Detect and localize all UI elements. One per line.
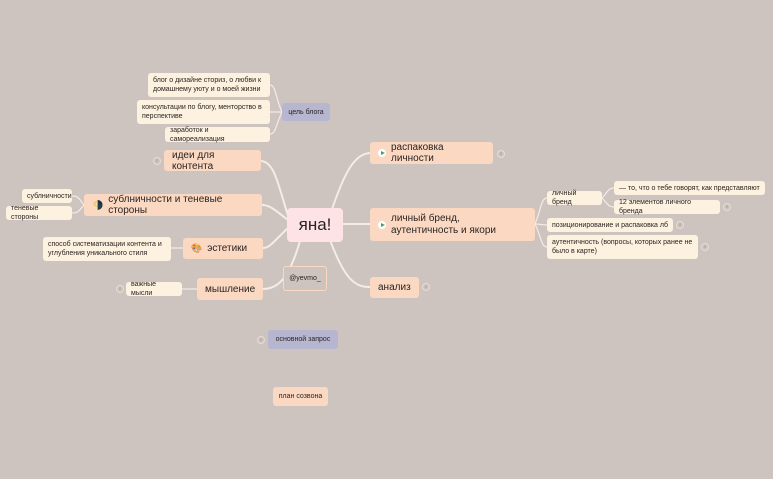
brand-sub-authenticity[interactable]: аутентичность (вопросы, которых ранее не… bbox=[547, 235, 698, 259]
play-icon bbox=[378, 149, 386, 157]
expand-content-ideas-icon[interactable]: ⌕ bbox=[153, 157, 161, 165]
link-brand-pos bbox=[534, 223, 548, 226]
link-center-aesthetics bbox=[262, 227, 289, 249]
expand-authenticity-icon[interactable]: ⌕ bbox=[701, 243, 709, 251]
branch-thinking[interactable]: мышление bbox=[197, 278, 263, 300]
aesthetics-sub-1[interactable]: способ систематизации контента и углубле… bbox=[43, 237, 171, 261]
branch-content-ideas[interactable]: идеи для контента bbox=[164, 149, 261, 172]
main-request-label: основной запрос bbox=[275, 336, 331, 343]
play-icon bbox=[378, 220, 386, 229]
branch-analysis[interactable]: анализ bbox=[370, 277, 419, 298]
link-center-unpacking bbox=[329, 152, 371, 216]
expand-thinking-sub-icon[interactable]: ⌕ bbox=[116, 285, 124, 293]
thinking-sub-1[interactable]: важные мысли bbox=[126, 281, 182, 297]
brand-sub-authenticity-text: аутентичность (вопросы, которых ранее не… bbox=[552, 239, 693, 255]
branch-content-ideas-label: идеи для контента bbox=[172, 149, 215, 172]
personal-brand-item-1-text: — то, что о тебе говорят, как представля… bbox=[619, 184, 760, 192]
brand-sub-personal-brand[interactable]: личный бренд bbox=[547, 190, 602, 206]
link-center-analysis bbox=[329, 239, 371, 288]
blog-goal-item-3-text: заработок и самореализация bbox=[170, 126, 225, 143]
blog-goal-item-1[interactable]: блог о дизайне сториз, о любви к домашне… bbox=[148, 73, 270, 97]
personal-brand-item-2[interactable]: 12 элементов личного бренда bbox=[614, 199, 720, 215]
link-blog-3 bbox=[269, 111, 283, 135]
aesthetics-sub-1-text: способ систематизации контента и углубле… bbox=[48, 241, 162, 257]
link-center-shadow bbox=[261, 204, 289, 221]
blog-goal-item-2[interactable]: консультации по блогу, менторство в перс… bbox=[137, 100, 270, 124]
branch-brand[interactable]: личный бренд, аутентичность и якори bbox=[370, 208, 535, 241]
main-request-node[interactable]: основной запрос bbox=[268, 330, 338, 349]
shadow-sub-1[interactable]: сублничности bbox=[22, 189, 72, 203]
expand-analysis-icon[interactable]: ⌕ bbox=[422, 283, 430, 291]
link-brand-auth bbox=[534, 223, 548, 248]
branch-unpacking[interactable]: распаковка личности bbox=[370, 142, 493, 164]
branch-shadow-sides-label: сублничности и теневые стороны bbox=[108, 194, 223, 216]
brand-sub-positioning-text: позиционирование и распаковка лб bbox=[552, 221, 668, 229]
brand-sub-personal-brand-text: личный бренд bbox=[552, 190, 577, 206]
blog-goal-item-2-text: консультации по блогу, менторство в перс… bbox=[142, 104, 262, 120]
link-brand-pb bbox=[534, 197, 548, 225]
expand-main-request-icon[interactable]: ⌕ bbox=[257, 336, 265, 344]
shadow-sub-1-text: сублничности bbox=[27, 192, 72, 200]
blog-goal-item-1-text: блог о дизайне сториз, о любви к домашне… bbox=[153, 77, 262, 93]
shadow-sub-2-text: теневые стороны bbox=[11, 205, 39, 221]
call-plan-node[interactable]: план созвона bbox=[273, 387, 328, 406]
link-blog-1 bbox=[269, 84, 283, 113]
branch-aesthetics-label: эстетики bbox=[207, 243, 248, 254]
central-node-title: яна! bbox=[298, 215, 332, 234]
expand-personal-brand-item-2-icon[interactable]: ⌕ bbox=[723, 203, 731, 211]
call-plan-label: план созвона bbox=[278, 393, 323, 400]
blog-goal-node[interactable]: цель блога bbox=[282, 103, 330, 121]
palette-icon: 🎨 bbox=[191, 243, 203, 253]
handle-node[interactable]: @yevmo_ bbox=[283, 266, 327, 291]
central-node[interactable]: яна! bbox=[287, 208, 343, 242]
personal-brand-item-2-text: 12 элементов личного бренда bbox=[619, 199, 692, 215]
expand-positioning-icon[interactable]: ⌕ bbox=[676, 221, 684, 229]
link-center-content-ideas bbox=[260, 160, 291, 223]
brand-sub-positioning[interactable]: позиционирование и распаковка лб bbox=[547, 218, 673, 232]
branch-shadow-sides[interactable]: 🌗 сублничности и теневые стороны bbox=[84, 194, 262, 216]
personal-brand-item-1[interactable]: — то, что о тебе говорят, как представля… bbox=[614, 181, 765, 195]
link-pb-2 bbox=[601, 197, 615, 208]
branch-analysis-label: анализ bbox=[378, 282, 411, 293]
link-shadow-2 bbox=[71, 204, 85, 214]
blog-goal-item-3[interactable]: заработок и самореализация bbox=[165, 126, 270, 143]
branch-brand-label: личный бренд, аутентичность и якори bbox=[391, 212, 497, 236]
handle-text: @yevmo_ bbox=[289, 275, 321, 282]
link-pb-1 bbox=[601, 187, 615, 199]
expand-unpacking-icon[interactable]: ⌕ bbox=[497, 150, 505, 158]
branch-aesthetics[interactable]: 🎨 эстетики bbox=[183, 238, 263, 259]
thinking-sub-1-text: важные мысли bbox=[131, 281, 157, 297]
blog-goal-label: цель блога bbox=[288, 108, 324, 116]
leaf-and-moon-icon: 🌗 bbox=[92, 199, 104, 210]
shadow-sub-2[interactable]: теневые стороны bbox=[6, 205, 72, 221]
link-shadow-1 bbox=[71, 195, 85, 206]
branch-thinking-label: мышление bbox=[205, 283, 256, 295]
branch-unpacking-label: распаковка личности bbox=[391, 142, 444, 164]
